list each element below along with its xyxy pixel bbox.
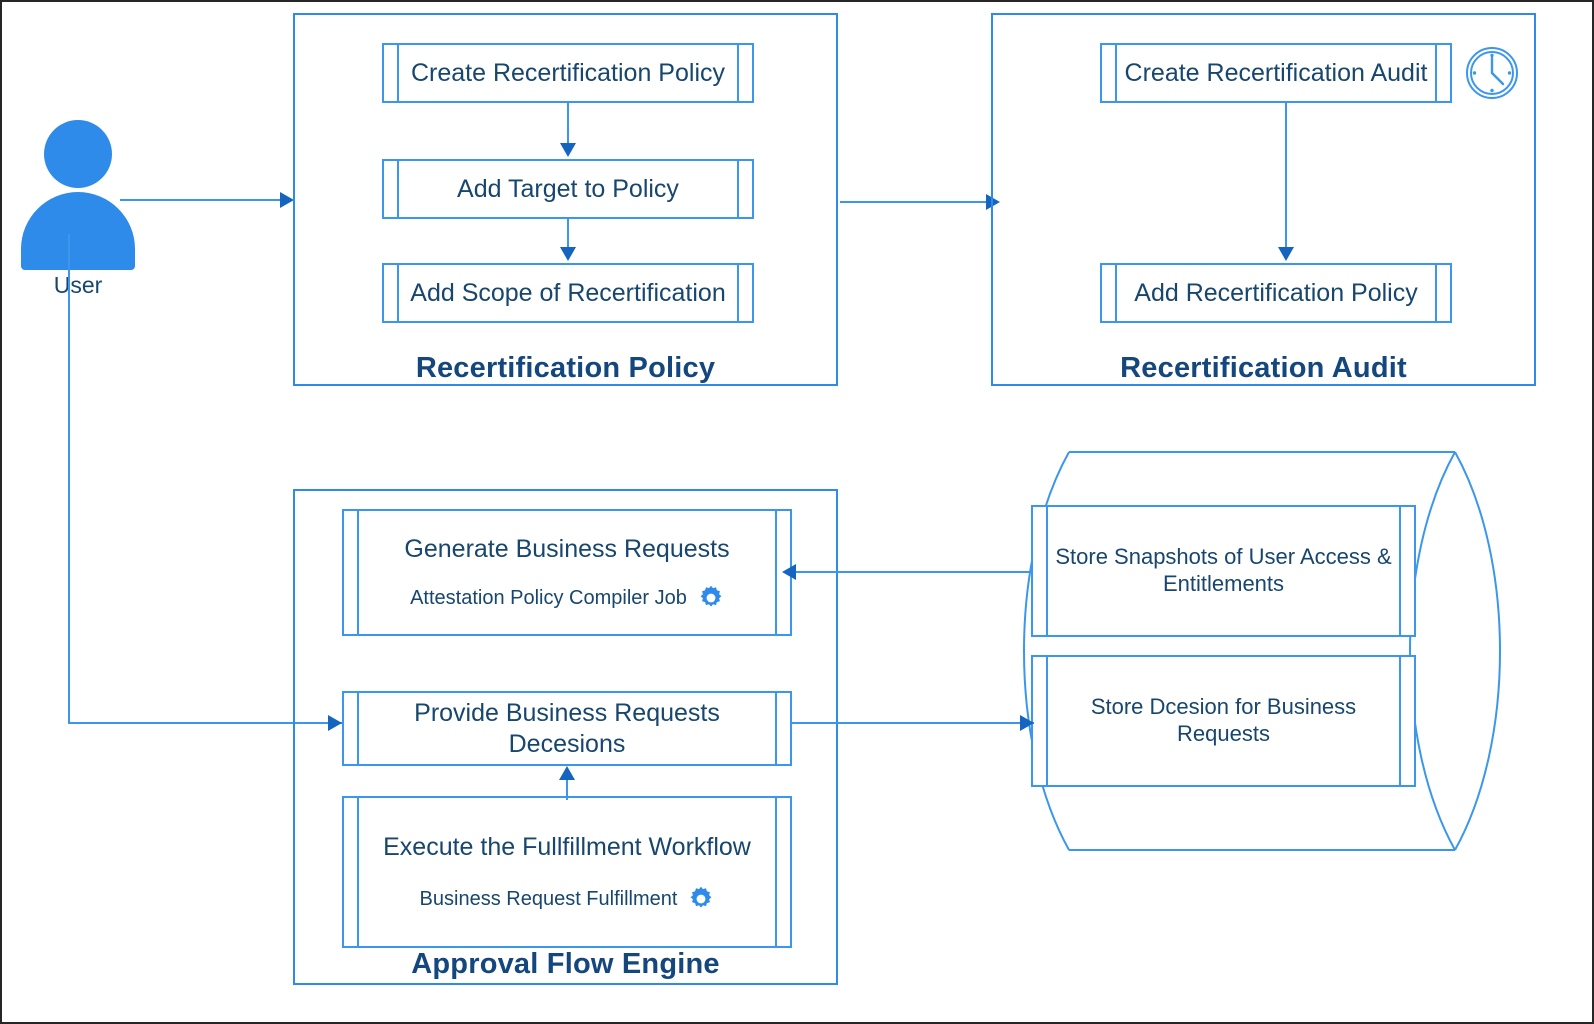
connector-audit1-audit2	[1285, 103, 1287, 251]
datastore-item-label: Store Dcesion for Business Requests	[1090, 694, 1357, 746]
person-icon-body	[21, 192, 135, 270]
panel-title-recertification-policy: Recertification Policy	[415, 352, 716, 384]
arrowhead-execute-to-provide	[559, 766, 575, 780]
arrowhead-provide-to-store-decision	[1020, 715, 1034, 731]
box-right-bar	[1399, 657, 1401, 785]
box-left-bar	[1046, 507, 1048, 635]
arrowhead-audit1-audit2	[1278, 247, 1294, 261]
connector-execute-to-provide	[566, 778, 568, 800]
box-right-bar	[1435, 265, 1437, 321]
step-create-recertification-policy[interactable]: Create Recertification Policy	[382, 43, 754, 103]
box-left-bar	[397, 265, 399, 321]
arrowhead-user-to-approval	[328, 715, 342, 731]
connector-user-down	[68, 234, 70, 723]
box-left-bar	[357, 511, 359, 634]
connector-provide-to-store-decision	[792, 722, 1034, 724]
box-left-bar	[357, 693, 359, 764]
step-label: Add Scope of Recertification	[410, 278, 726, 307]
panel-approval-flow-engine: Generate Business Requests Attestation P…	[293, 489, 838, 985]
step-label: Add Recertification Policy	[1134, 278, 1418, 307]
box-right-bar	[1435, 45, 1437, 101]
arrowhead-snapshots-to-generate	[782, 564, 796, 580]
box-left-bar	[1115, 265, 1117, 321]
panel-title-approval-flow-engine-overlay: Approval Flow Engine	[411, 948, 720, 980]
box-left-bar	[397, 45, 399, 101]
box-left-bar	[357, 798, 359, 946]
step-label: Provide Business Requests Decesions	[414, 699, 720, 758]
connector-step2-step3	[567, 219, 569, 251]
step-label: Generate Business Requests	[404, 534, 730, 563]
step-subtitle-row: Business Request Fulfillment	[420, 886, 715, 912]
step-add-target-to-policy[interactable]: Add Target to Policy	[382, 159, 754, 219]
connector-user-to-approval	[68, 722, 342, 724]
box-right-bar	[775, 693, 777, 764]
panel-recertification-audit: Create Recertification Audit Add Recerti…	[991, 13, 1536, 386]
panel-title-recertification-audit: Recertification Audit	[1120, 352, 1407, 384]
datastore-item-label: Store Snapshots of User Access & Entitle…	[1055, 544, 1392, 596]
step-label: Create Recertification Policy	[410, 58, 725, 87]
box-right-bar	[775, 798, 777, 946]
box-left-bar	[397, 161, 399, 217]
step-label: Add Target to Policy	[457, 174, 679, 203]
arrowhead-policy-to-audit	[986, 194, 1000, 210]
connector-snapshots-to-generate	[794, 571, 1032, 573]
actor-user[interactable]: User	[12, 120, 144, 305]
person-icon-head	[44, 120, 112, 188]
box-right-bar	[775, 511, 777, 634]
connector-user-to-policy	[120, 199, 292, 201]
clock-icon	[1465, 46, 1519, 100]
step-generate-business-requests[interactable]: Generate Business Requests Attestation P…	[342, 509, 792, 636]
box-right-bar	[737, 161, 739, 217]
step-add-recertification-policy[interactable]: Add Recertification Policy	[1100, 263, 1452, 323]
connector-policy-to-audit	[840, 201, 998, 203]
step-subtitle: Attestation Policy Compiler Job	[410, 587, 687, 610]
gear-icon	[698, 585, 724, 611]
step-subtitle-row: Attestation Policy Compiler Job	[410, 585, 724, 611]
step-add-scope-of-recertification[interactable]: Add Scope of Recertification	[382, 263, 754, 323]
step-provide-business-requests-decesions[interactable]: Provide Business Requests Decesions	[342, 691, 792, 766]
arrowhead-step1-step2	[560, 143, 576, 157]
gear-icon	[688, 886, 714, 912]
step-label: Execute the Fullfillment Workflow	[383, 832, 751, 861]
box-left-bar	[1046, 657, 1048, 785]
actor-user-label: User	[53, 272, 103, 298]
step-label: Create Recertification Audit	[1124, 58, 1428, 87]
connector-step1-step2	[567, 103, 569, 147]
step-create-recertification-audit[interactable]: Create Recertification Audit	[1100, 43, 1452, 103]
box-right-bar	[737, 45, 739, 101]
box-right-bar	[1399, 507, 1401, 635]
arrowhead-step2-step3	[560, 247, 576, 261]
step-subtitle: Business Request Fulfillment	[419, 887, 678, 910]
box-left-bar	[1115, 45, 1117, 101]
box-right-bar	[737, 265, 739, 321]
step-execute-the-fullfillment-workflow[interactable]: Execute the Fullfillment Workflow Busine…	[342, 796, 792, 948]
datastore-item-store-decision[interactable]: Store Dcesion for Business Requests	[1031, 655, 1416, 787]
panel-recertification-policy: Create Recertification Policy Add Target…	[293, 13, 838, 386]
arrowhead-user-to-policy	[280, 192, 294, 208]
datastore-cylinder	[1007, 450, 1517, 852]
datastore-item-store-snapshots[interactable]: Store Snapshots of User Access & Entitle…	[1031, 505, 1416, 637]
